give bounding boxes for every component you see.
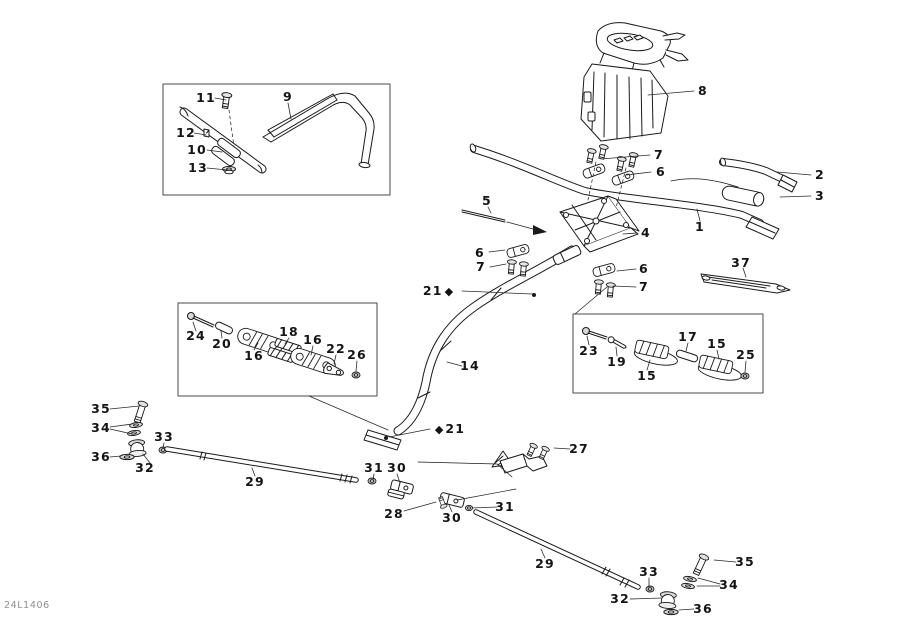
part-6-clamp-top-b [610,169,636,187]
part-13-flange-nut [222,165,236,175]
part-34-washer [680,582,696,590]
part-34-washer [682,575,698,583]
part-5-rod [461,209,547,235]
part-27-bracket [491,441,551,474]
part-31-nut [464,504,474,512]
inset-box-tie-rod-left [177,302,378,397]
part-23-bolt [582,327,608,340]
part-36-washer [663,608,679,616]
part-36-washer [119,453,135,461]
part-19-clip [607,336,627,349]
part-3-grip-sleeve [721,185,765,207]
part-26-nut [351,371,361,379]
part-9-grab-handle [262,92,375,169]
part-17-pin [675,349,699,363]
part-35-bolt [690,552,711,577]
part-34-washer [128,421,144,429]
part-20-spacer [215,321,233,335]
leader-lines [109,90,812,611]
part-14-steering-column [363,237,607,451]
part-15-clamp-half [696,354,745,384]
part-11-bolt [219,91,233,110]
part-7-bolt [626,151,640,169]
part-8-handlebar-pad [580,22,689,142]
part-7-bolt [596,143,610,161]
part-7-bolt [604,281,617,298]
part-28-clamp-strap [387,488,405,500]
part-22-bracket [323,362,344,376]
inset-box-handlebar-clamp [162,83,391,196]
part-33-nut [645,585,655,593]
part-25-nut [740,372,750,380]
part-12-clip [203,128,210,138]
part-35-bolt [131,399,150,425]
brp-logo [613,34,644,44]
part-32-ball-joint [658,590,678,610]
part-7-bolt [614,155,628,173]
part-6-clamp-left [505,243,531,259]
inset-box-tie-rod-right [572,313,764,394]
part-18-wedge [267,347,295,363]
riser-assembly [461,143,640,298]
part-7-bolt [584,147,598,165]
part-7-bolt [592,278,605,295]
diagram-code: 24L1406 [4,600,50,611]
part-30-clamp [439,492,465,508]
part-24-bolt [187,312,215,328]
part-10-clamp [211,137,241,167]
part-37-support-blade [700,273,791,294]
part-6-clamp-right [591,262,617,278]
part-4-riser-block [559,195,640,253]
part-7-bolt [505,258,518,275]
part-15-clamp-half [632,339,681,369]
part-31-nut [367,477,377,485]
